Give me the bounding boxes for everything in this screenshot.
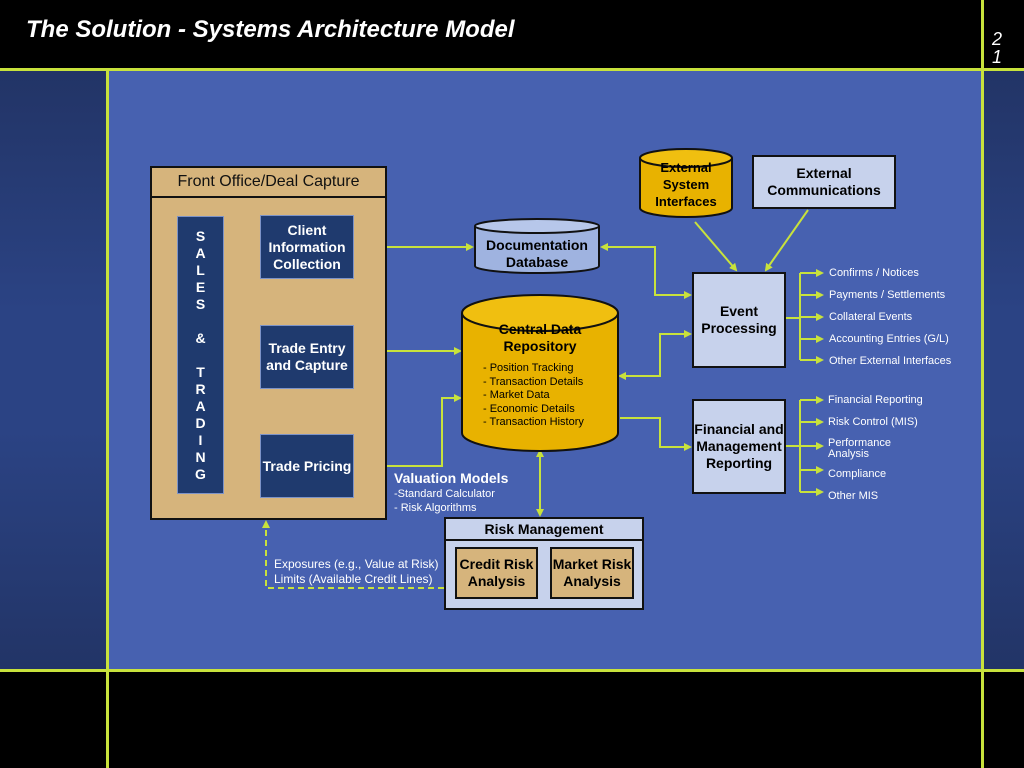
repo-item: - Position Tracking (483, 362, 574, 374)
sales-letter: G (195, 465, 206, 482)
sales-letter: D (195, 414, 206, 431)
reporting-output-item: Compliance (828, 468, 887, 480)
event-output-item: Confirms / Notices (829, 267, 919, 279)
financial-reporting-box: Financial and Management Reporting (692, 399, 786, 494)
connector-pricing-repo (356, 394, 462, 467)
valuation-models: Valuation Models -Standard Calculator - … (394, 471, 508, 515)
trade-pricing-box: Trade Pricing (260, 434, 354, 498)
repo-item: - Economic Details (483, 402, 575, 415)
sales-letter: L (196, 261, 205, 278)
connector-comms-event (764, 209, 809, 272)
event-output-item: Accounting Entries (G/L) (829, 333, 949, 345)
sales-letter: E (195, 278, 206, 295)
right-side-band (984, 70, 1024, 672)
connector-repo-reporting (620, 417, 692, 451)
sales-letter: A (195, 397, 206, 414)
event-outputs-list: Confirms / Notices Payments / Settlement… (829, 267, 951, 377)
sales-letter: S (195, 295, 206, 312)
left-side-band (0, 70, 108, 672)
connector-exposures (262, 520, 444, 589)
page-number: 21 (991, 29, 1002, 67)
sales-letter: T (196, 363, 205, 380)
front-office-title: Front Office/Deal Capture (152, 168, 385, 198)
trade-entry-box: Trade Entry and Capture (260, 325, 354, 389)
frame-line-bottom (0, 669, 1024, 672)
valuation-item: - Risk Algorithms (394, 502, 477, 514)
sales-letter: N (195, 448, 206, 465)
risk-management-title: Risk Management (446, 519, 642, 541)
external-interfaces-label: External System Interfaces (655, 160, 717, 209)
valuation-models-title: Valuation Models (394, 470, 509, 486)
frame-line-right (981, 0, 984, 768)
documentation-db-label: Documentation Database (486, 237, 588, 270)
market-risk-box: Market Risk Analysis (550, 547, 634, 599)
reporting-output-item: Financial Reporting (828, 394, 923, 406)
reporting-output-item: Other MIS (828, 490, 879, 502)
event-output-item: Other External Interfaces (829, 355, 952, 367)
central-repo-cylinder (461, 294, 619, 452)
repo-item: - Transaction Details (483, 375, 584, 388)
repo-item: - Transaction History (483, 416, 584, 428)
sales-letter: A (195, 244, 206, 261)
limits-line: Limits (Available Credit Lines) (274, 572, 433, 586)
connector-repo-event (618, 330, 692, 380)
frame-line-left (106, 68, 109, 768)
connector-interfaces-event (694, 221, 738, 272)
connector-doc-event (600, 243, 692, 299)
reporting-outputs-list: Financial Reporting Risk Control (MIS) P… (828, 394, 928, 503)
sales-letter: & (195, 329, 206, 346)
central-repo-title: Central Data Repository (498, 321, 582, 354)
external-comms-box: External Communications (752, 155, 896, 209)
event-output-item: Payments / Settlements (829, 289, 946, 301)
slide-title: The Solution - Systems Architecture Mode… (26, 16, 515, 43)
reporting-output-item: Risk Control (MIS) (828, 416, 918, 428)
documentation-db-cylinder (474, 218, 600, 274)
exposures-note: Exposures (e.g., Value at Risk) Limits (… (274, 557, 444, 587)
sales-letter: I (198, 431, 203, 448)
frame-line-top (0, 68, 1024, 71)
repo-item: - Market Data (483, 389, 550, 401)
central-repo-items: - Position Tracking - Transaction Detail… (483, 362, 584, 430)
valuation-item: -Standard Calculator (394, 488, 495, 500)
credit-risk-box: Credit Risk Analysis (455, 547, 538, 599)
sales-letter: S (195, 227, 206, 244)
client-info-box: Client Information Collection (260, 215, 354, 279)
external-interfaces-cylinder (639, 148, 733, 218)
sales-trading-bar: S A L E S & T R A D I N G (177, 216, 224, 494)
sales-letter: R (195, 380, 206, 397)
reporting-output-item: Performance Analysis (828, 437, 891, 460)
exposures-line: Exposures (e.g., Value at Risk) (274, 557, 439, 571)
event-output-item: Collateral Events (829, 311, 913, 323)
event-processing-box: Event Processing (692, 272, 786, 368)
